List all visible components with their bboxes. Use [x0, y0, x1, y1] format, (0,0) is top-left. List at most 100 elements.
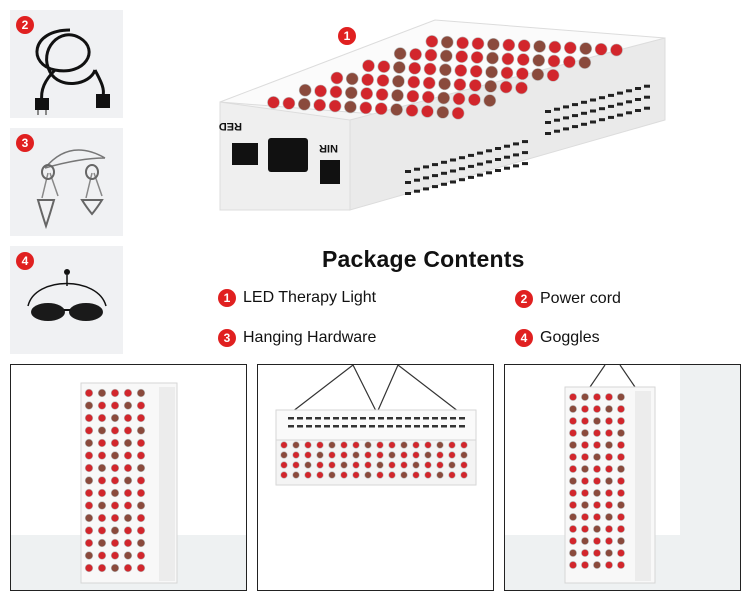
led-bulb	[97, 476, 107, 485]
vent-slot	[545, 121, 551, 124]
led-bulb	[484, 80, 498, 93]
package-contents-title: Package Contents	[322, 246, 525, 272]
vents	[405, 84, 650, 195]
led-bulb	[439, 49, 453, 63]
vent-slot	[405, 425, 411, 428]
package-item-badge: 2	[515, 290, 533, 308]
led-bulb	[617, 417, 625, 425]
vent-slot	[590, 120, 596, 124]
vent-slot	[297, 417, 303, 420]
led-bulb	[136, 413, 146, 423]
red-switch	[232, 143, 258, 165]
led-bulb	[516, 53, 530, 66]
led-bulb	[84, 513, 94, 523]
vent-slot	[405, 170, 411, 173]
thumbnail-badge: 3	[16, 134, 34, 152]
led-bulb	[532, 54, 546, 67]
vent-slot	[572, 103, 578, 107]
package-item: 3 Hanging Hardware	[218, 327, 376, 349]
vent-slot	[297, 425, 303, 428]
led-bulb	[460, 451, 468, 459]
led-bulb	[316, 461, 324, 469]
package-item-badge: 3	[218, 329, 236, 347]
led-bulb	[605, 405, 613, 413]
vent-slot	[581, 122, 587, 126]
vent-slot	[608, 104, 614, 108]
led-bulb	[110, 426, 120, 435]
vent-slot	[405, 192, 411, 195]
led-bulb	[436, 106, 450, 119]
vent-slot	[360, 417, 366, 420]
led-bulb	[123, 538, 133, 548]
led-bulb	[400, 441, 408, 449]
vent-slot	[423, 176, 429, 180]
vent-slot	[459, 178, 465, 182]
vent-slot	[545, 110, 551, 113]
led-grid	[569, 393, 625, 569]
vent-slot	[315, 417, 321, 420]
led-bulb	[594, 42, 608, 56]
vent-slot	[306, 425, 312, 428]
led-bulb	[569, 513, 577, 521]
led-bulb	[569, 429, 577, 437]
vent-slot	[477, 173, 483, 177]
led-bulb	[340, 451, 348, 459]
vent-slot	[504, 166, 510, 170]
led-bulb	[304, 471, 312, 479]
led-bulb	[499, 80, 513, 94]
vertical-hanging-photo	[504, 364, 741, 591]
nir-switch	[320, 160, 340, 184]
led-bulb	[516, 67, 529, 81]
led-bulb	[405, 104, 419, 117]
led-bulb	[593, 477, 601, 485]
led-bulb	[376, 471, 384, 479]
led-bulb	[605, 513, 613, 521]
led-bulb	[470, 51, 484, 64]
led-bulb	[581, 501, 589, 509]
led-bulb	[388, 461, 396, 469]
vent-slot	[378, 425, 384, 428]
led-bulb	[412, 471, 420, 479]
led-bulb	[605, 417, 613, 425]
led-bulb	[360, 87, 373, 100]
led-bulb	[391, 89, 404, 102]
led-bulb	[424, 441, 432, 449]
led-bulb	[502, 38, 516, 52]
led-bulb	[452, 92, 466, 106]
led-bulb	[436, 441, 444, 449]
vent-slot	[545, 132, 551, 135]
led-bulb	[456, 36, 469, 50]
led-bulb	[400, 451, 408, 459]
led-bulb	[593, 453, 601, 461]
vent-slot	[468, 175, 474, 179]
led-bulb	[448, 441, 456, 449]
led-bulb	[593, 405, 601, 413]
led-bulb	[569, 393, 577, 401]
led-bulb	[292, 461, 300, 469]
led-bulb	[515, 81, 528, 95]
vent-slot	[432, 425, 438, 428]
vent-slot	[459, 156, 465, 160]
led-bulb	[593, 489, 601, 497]
led-grid	[280, 441, 468, 479]
led-bulb	[412, 461, 420, 469]
led-bulb	[423, 62, 437, 76]
led-bulb	[460, 441, 468, 449]
led-bulb	[328, 99, 342, 113]
led-bulb	[123, 476, 133, 485]
vent-slot	[486, 149, 492, 153]
vertical-hanging-illustration	[505, 365, 740, 590]
led-bulb	[569, 405, 577, 413]
led-bulb	[136, 401, 146, 410]
led-bulb	[483, 94, 497, 107]
led-bulb	[359, 101, 373, 115]
vent-slot	[513, 142, 519, 146]
led-bulb	[84, 538, 94, 548]
led-bulb	[487, 37, 500, 51]
vent-slot	[414, 417, 420, 420]
led-bulb	[569, 525, 577, 533]
hanging-hardware-thumbnail: 3	[10, 128, 123, 236]
horizontal-hanging-illustration	[275, 365, 477, 486]
led-bulb	[617, 489, 625, 497]
vent-slot	[423, 425, 429, 428]
